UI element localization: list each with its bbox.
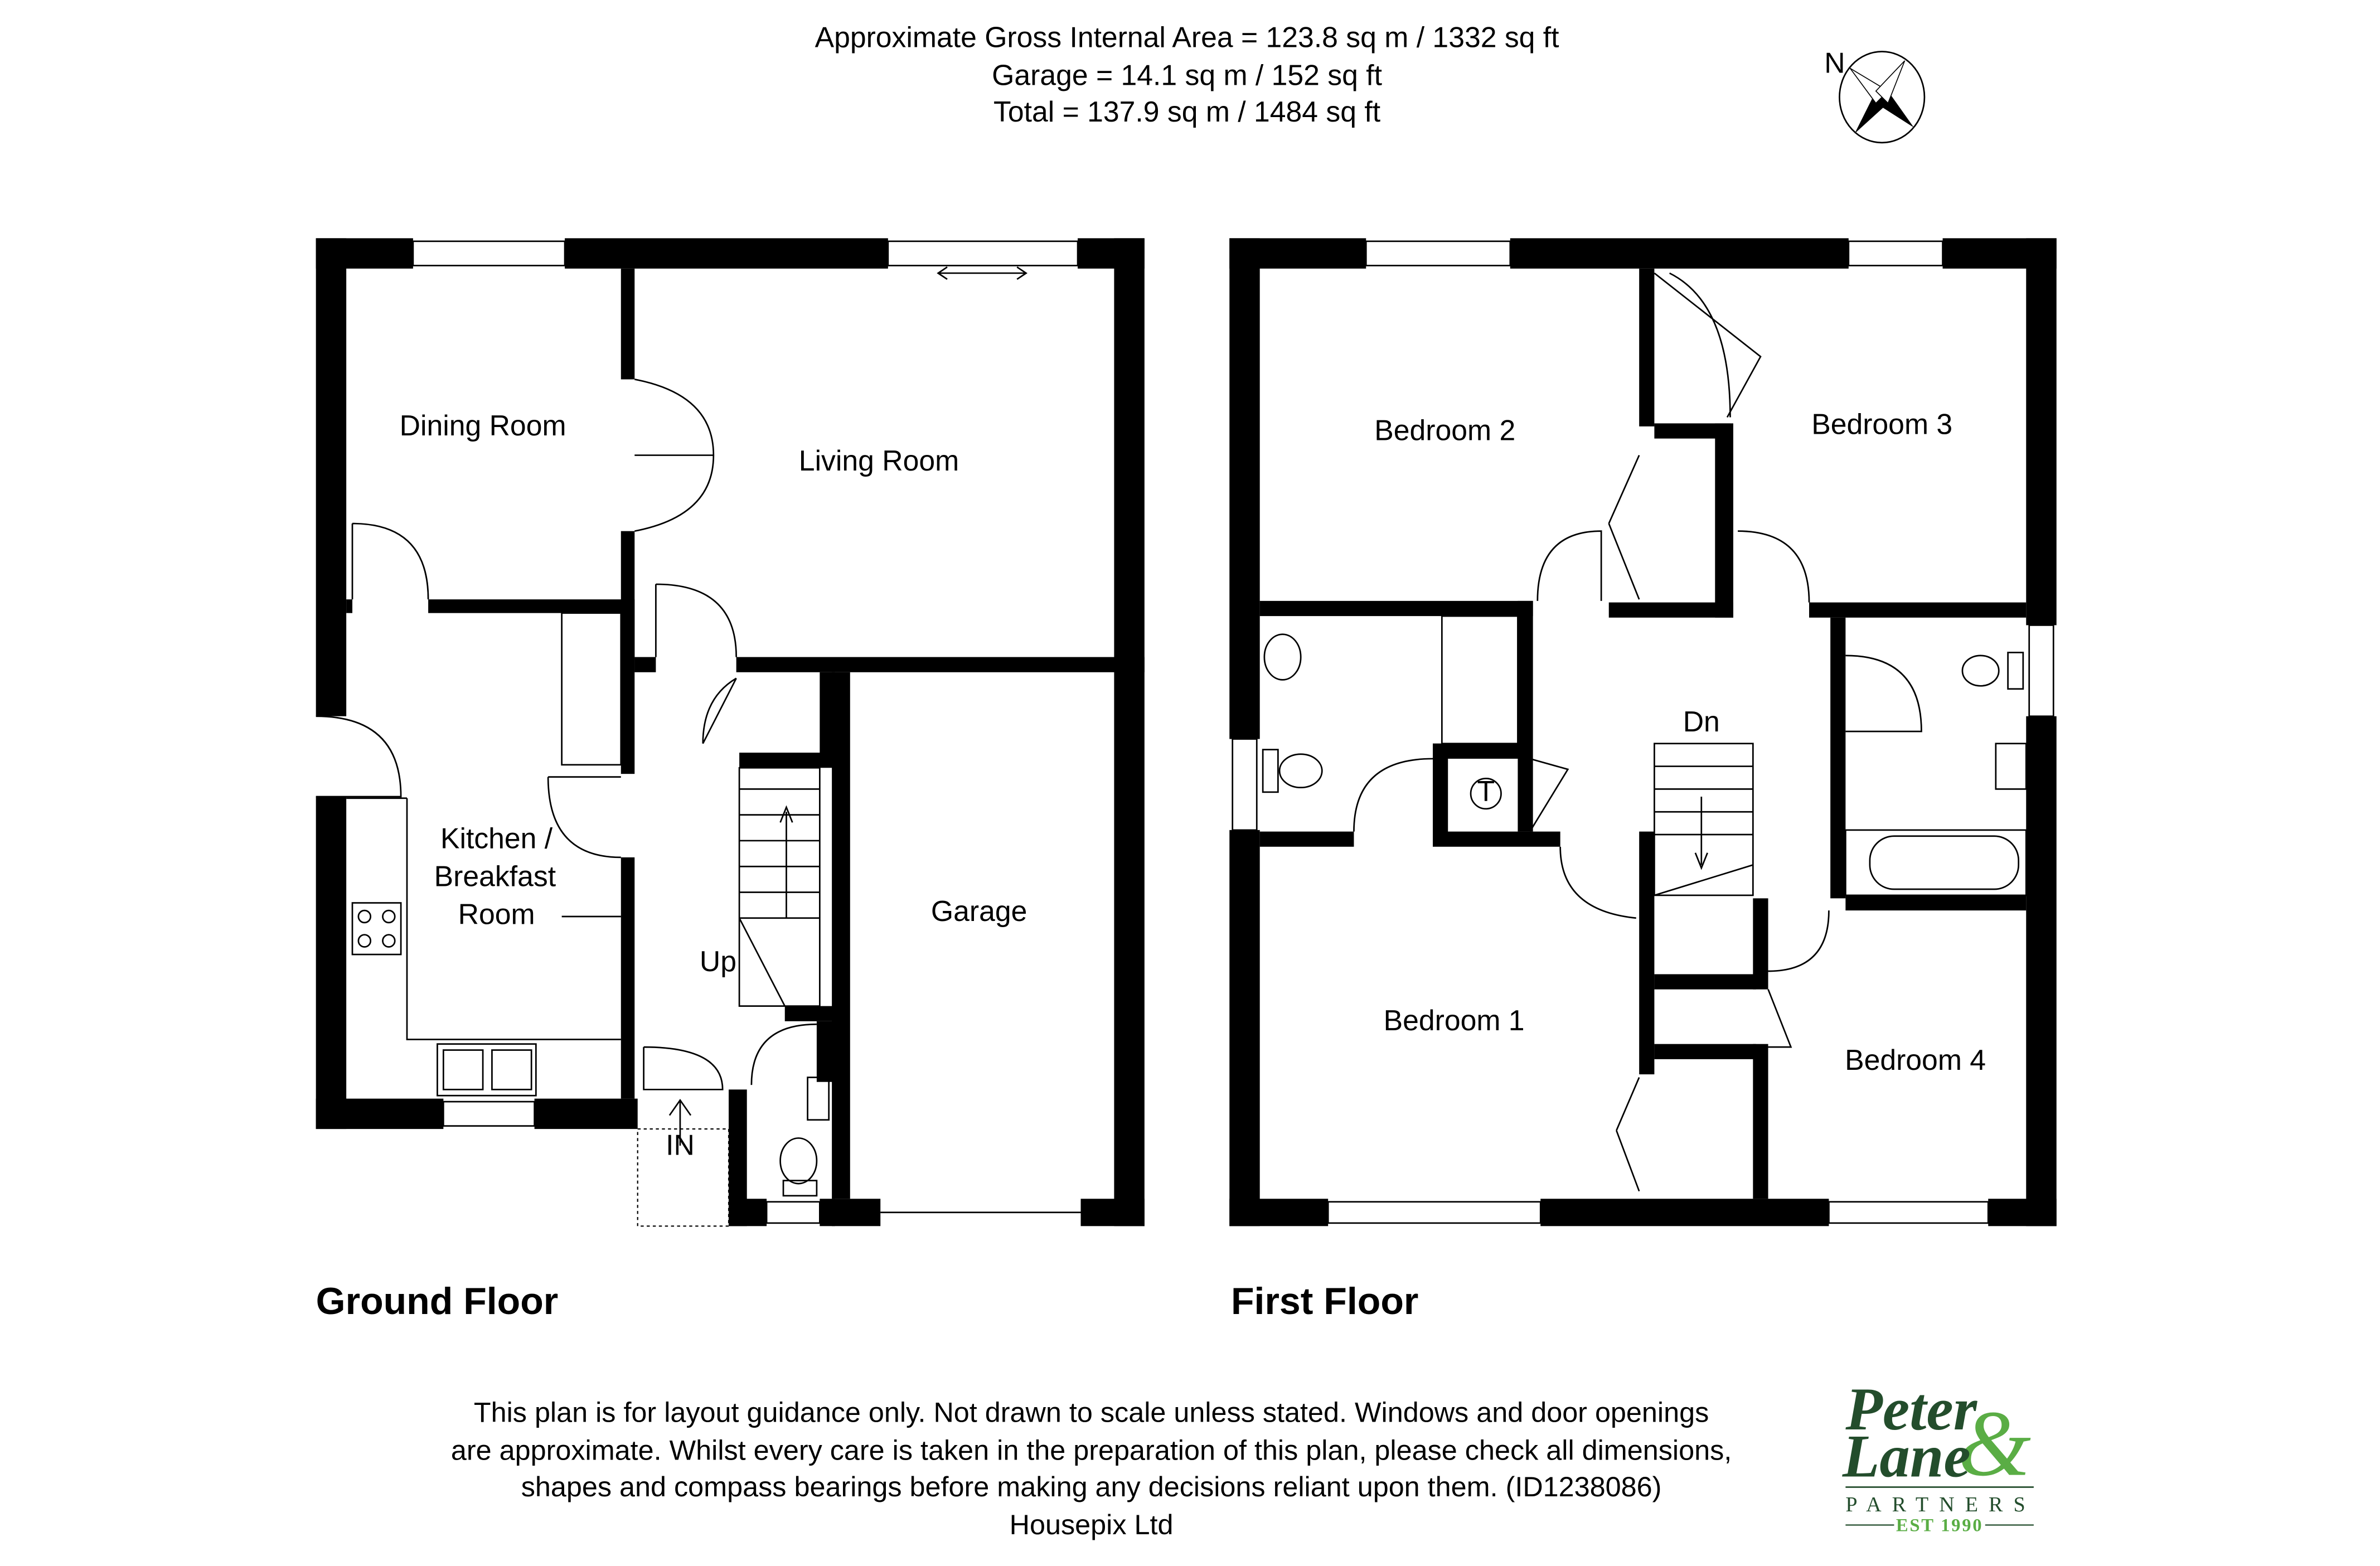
garage-area-text: Garage = 14.1 sq m / 152 sq ft bbox=[992, 59, 1382, 91]
room-label-kitchen-line3: Room bbox=[458, 898, 535, 930]
logo-est: EST 1990 bbox=[1896, 1515, 1983, 1535]
disclaimer-line-4: Housepix Ltd bbox=[1010, 1509, 1174, 1540]
tank-label: T bbox=[1477, 775, 1495, 807]
room-label-garage: Garage bbox=[931, 895, 1027, 927]
ground-floor-plan: Dining Room Living Room Kitchen / Breakf… bbox=[316, 238, 1145, 1227]
logo-peter: Peter bbox=[1845, 1375, 1977, 1443]
compass-north-label: N bbox=[1824, 47, 1845, 79]
room-label-bedroom-1: Bedroom 1 bbox=[1384, 1004, 1525, 1036]
area-summary: Approximate Gross Internal Area = 123.8 … bbox=[815, 21, 1559, 127]
room-label-bedroom-4: Bedroom 4 bbox=[1845, 1044, 1986, 1076]
disclaimer-line-2: are approximate. Whilst every care is ta… bbox=[451, 1434, 1732, 1466]
first-floor-plan: T Bedroom 2 Bedroom 3 Bedroom 1 Bedroom … bbox=[1229, 238, 2057, 1226]
gross-area-text: Approximate Gross Internal Area = 123.8 … bbox=[815, 21, 1559, 53]
room-label-bedroom-2: Bedroom 2 bbox=[1374, 414, 1515, 446]
ground-floor-title: Ground Floor bbox=[316, 1280, 559, 1322]
total-area-text: Total = 137.9 sq m / 1484 sq ft bbox=[993, 95, 1380, 128]
disclaimer-line-3: shapes and compass bearings before makin… bbox=[521, 1471, 1662, 1502]
room-label-dining: Dining Room bbox=[400, 409, 566, 442]
room-label-kitchen-line2: Breakfast bbox=[434, 860, 556, 893]
entrance-label: IN bbox=[666, 1128, 695, 1161]
stairs-up-label: Up bbox=[700, 945, 736, 977]
compass-icon: N bbox=[1824, 47, 1926, 144]
stairs-down-label: Dn bbox=[1683, 705, 1720, 738]
disclaimer: This plan is for layout guidance only. N… bbox=[451, 1396, 1732, 1540]
room-label-kitchen-line1: Kitchen / bbox=[440, 822, 553, 855]
logo-lane: Lane bbox=[1842, 1422, 1971, 1490]
logo-ampersand: & bbox=[1958, 1392, 2031, 1496]
room-label-living: Living Room bbox=[799, 444, 959, 477]
peter-lane-logo: & Peter Lane PARTNERS EST 1990 bbox=[1842, 1375, 2035, 1535]
disclaimer-line-1: This plan is for layout guidance only. N… bbox=[474, 1396, 1709, 1428]
room-label-bedroom-3: Bedroom 3 bbox=[1811, 408, 1952, 440]
first-floor-title: First Floor bbox=[1231, 1280, 1418, 1322]
logo-partners: PARTNERS bbox=[1845, 1493, 2035, 1516]
